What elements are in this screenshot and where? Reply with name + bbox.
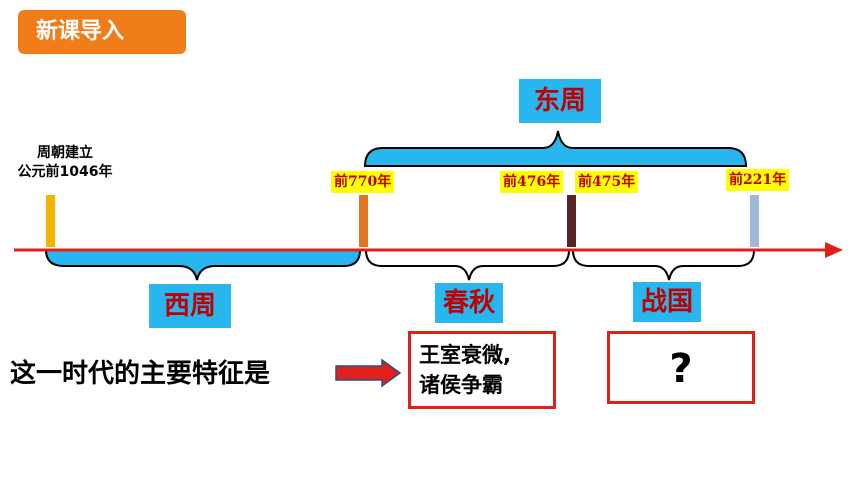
year-label-475: 前475年 <box>575 171 639 193</box>
marker-770 <box>359 195 368 247</box>
marker-founding <box>46 195 55 247</box>
question-mark: ? <box>669 346 693 392</box>
year-label-770: 前770年 <box>331 171 395 193</box>
year-label-221: 前221年 <box>726 169 790 191</box>
zhanguo-brace <box>572 249 755 281</box>
founding-event: 周朝建立 <box>37 145 93 161</box>
xizhou-brace <box>44 249 362 281</box>
period-xizhou: 西周 <box>149 284 231 328</box>
zhanguo-feature-box: ? <box>607 331 755 404</box>
founding-year: 公元前1046年 <box>17 164 113 180</box>
marker-221 <box>750 195 759 247</box>
period-chunqiu: 春秋 <box>435 283 503 323</box>
timeline-arrowhead <box>825 242 843 258</box>
characteristic-question: 这一时代的主要特征是 <box>10 359 271 389</box>
period-dongzhou: 东周 <box>519 79 601 123</box>
marker-476 <box>567 195 576 247</box>
founding-label: 周朝建立 公元前1046年 <box>6 144 124 182</box>
chunqiu-brace <box>365 249 570 281</box>
year-label-476: 前476年 <box>500 171 564 193</box>
chunqiu-feature-line2: 诸侯争霸 <box>419 373 503 397</box>
chunqiu-feature-box: 王室衰微, 诸侯争霸 <box>408 331 556 409</box>
chunqiu-feature-line1: 王室衰微, <box>419 343 511 367</box>
dongzhou-brace <box>363 130 748 167</box>
section-title: 新课导入 <box>18 10 186 54</box>
pointer-arrow-icon <box>335 358 402 388</box>
period-zhanguo: 战国 <box>633 282 701 322</box>
